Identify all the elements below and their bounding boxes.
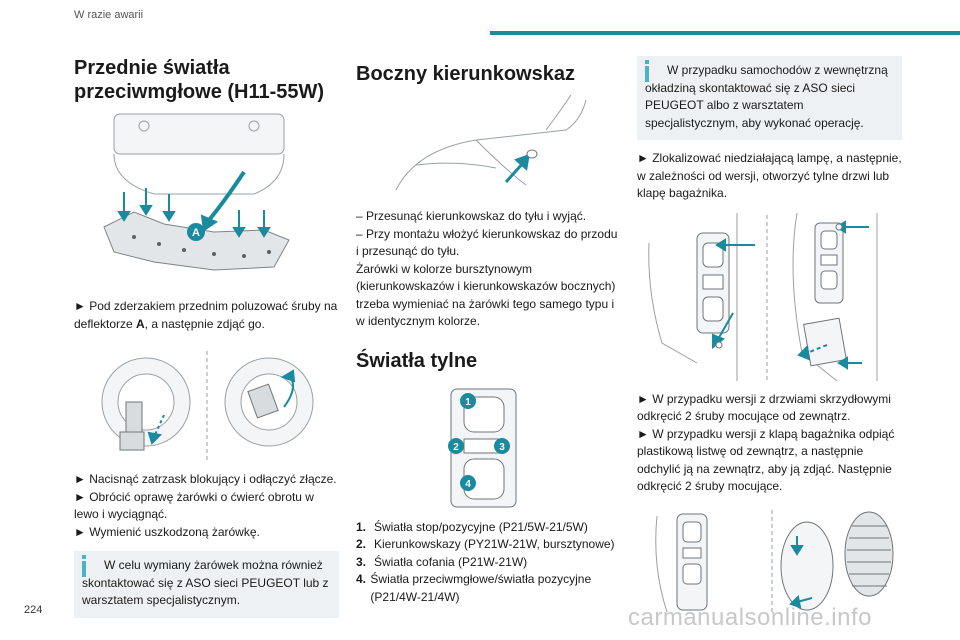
header-accent-bar xyxy=(490,31,960,35)
list-item: 1. Światła stop/pozycyjne (P21/5W-21/5W) xyxy=(356,519,621,537)
rear-step-1: ► Zlokalizować niedziałającą lampę, a na… xyxy=(637,151,902,200)
lamp-label-1: 1 xyxy=(465,397,471,408)
fog-step-3: ► Obrócić oprawę żarówki o ćwierć obrotu… xyxy=(74,489,314,522)
list-item-number: 3. xyxy=(356,554,367,569)
bumper-deflector-figure: A xyxy=(103,113,290,271)
label-a-marker xyxy=(187,223,205,241)
fog-step-4: ► Wymienić uszkodzoną żarówkę. xyxy=(74,524,260,539)
fog-step-1-bold: A xyxy=(136,316,145,331)
fog-lights-title: Przednie światła przeciwmgłowe (H11-55W) xyxy=(74,56,339,104)
fog-lamp-figure xyxy=(101,351,314,463)
header-section-label: W razie awarii xyxy=(74,9,144,21)
rear-info-box: W przypadku samochodów z wewnętrzną okła… xyxy=(637,56,902,140)
trim-strip-figure xyxy=(655,509,894,612)
lamp-marker-2 xyxy=(448,437,464,454)
list-item-text: Światła cofania (P21W-21W) xyxy=(374,554,528,569)
fog-info-box: W celu wymiany żarówek można również sko… xyxy=(74,551,339,618)
label-a-text: A xyxy=(192,227,200,239)
list-item: 4.Światła przeciwmgłowe/światła pozycyjn… xyxy=(356,571,621,606)
fog-info-text: W celu wymiany żarówek można również sko… xyxy=(82,558,329,607)
lamp-label-3: 3 xyxy=(499,442,505,453)
list-item: 3. Światła cofania (P21W-21W) xyxy=(356,554,621,572)
lamp-label-4: 4 xyxy=(465,479,471,490)
column-side-indicator: Boczny kierunkowskaz – Przesunąć kierunk… xyxy=(356,56,621,606)
list-item-number: 2. xyxy=(356,537,367,551)
rear-lamp-list: 1.Światła stop/pozycyjne (P21/5W-21/5W) … xyxy=(356,519,621,607)
rear-step-3: ► W przypadku wersji z klapą bagażnika o… xyxy=(637,426,895,494)
side-indicator-title: Boczny kierunkowskaz xyxy=(356,63,575,85)
fog-step-1-text: ► Pod zderzakiem przednim poluzować śrub… xyxy=(74,299,338,331)
indicator-step-2: – Przy montażu włożyć kierunkowskaz do p… xyxy=(356,226,618,259)
watermark: carmanualsonline.info xyxy=(628,604,872,631)
lamp-marker-1 xyxy=(460,392,476,409)
fog-step-1: ► Pod zderzakiem przednim poluzować śrub… xyxy=(74,298,339,333)
rear-lamp-figure: 1 2 3 4 xyxy=(448,388,517,507)
column-fog-lights: Przednie światła przeciwmgłowe (H11-55W) xyxy=(74,56,339,618)
indicator-note: Żarówki w kolorze bursztynowym (kierunko… xyxy=(356,261,616,329)
lamp-marker-3 xyxy=(494,437,510,454)
rear-step-2: ► W przypadku wersji z drzwiami skrzydło… xyxy=(637,391,891,424)
lamp-marker-4 xyxy=(460,474,476,491)
indicator-step-1: – Przesunąć kierunkowskaz do tyłu i wyją… xyxy=(356,209,587,223)
list-item-text: Światła przeciwmgłowe/światła pozycyjne … xyxy=(370,572,592,604)
rear-lights-title: Światła tylne xyxy=(356,349,478,372)
info-icon xyxy=(82,555,86,577)
side-indicator-figure xyxy=(395,94,587,191)
fog-step-2: ► Nacisnąć zatrzask blokujący i odłączyć… xyxy=(74,472,337,486)
info-icon xyxy=(645,60,649,82)
fog-lights-title-line2: przeciwmgłowe (H11-55W) xyxy=(74,81,325,103)
column-rear-lamp-steps: W przypadku samochodów z wewnętrzną okła… xyxy=(637,56,902,616)
screw-arrows xyxy=(117,170,271,238)
lamp-label-2: 2 xyxy=(453,442,459,453)
page-number: 224 xyxy=(24,604,43,616)
rear-info-text: W przypadku samochodów z wewnętrzną okła… xyxy=(645,63,888,130)
list-item-number: 4. xyxy=(356,572,367,586)
list-item-number: 1. xyxy=(356,519,367,534)
list-item-text: Światła stop/pozycyjne (P21/5W-21/5W) xyxy=(374,519,588,534)
list-item: 2. Kierunkowskazy (PY21W-21W, bursztynowe… xyxy=(356,536,621,554)
fog-step-1-suffix: , a następnie zdjąć go. xyxy=(144,316,265,331)
fog-lights-title-line1: Przednie światła xyxy=(74,57,230,79)
deflector-plate xyxy=(103,211,290,271)
list-item-text: Kierunkowskazy (PY21W-21W, bursztynowe) xyxy=(374,537,615,551)
rear-door-figure xyxy=(648,212,878,381)
